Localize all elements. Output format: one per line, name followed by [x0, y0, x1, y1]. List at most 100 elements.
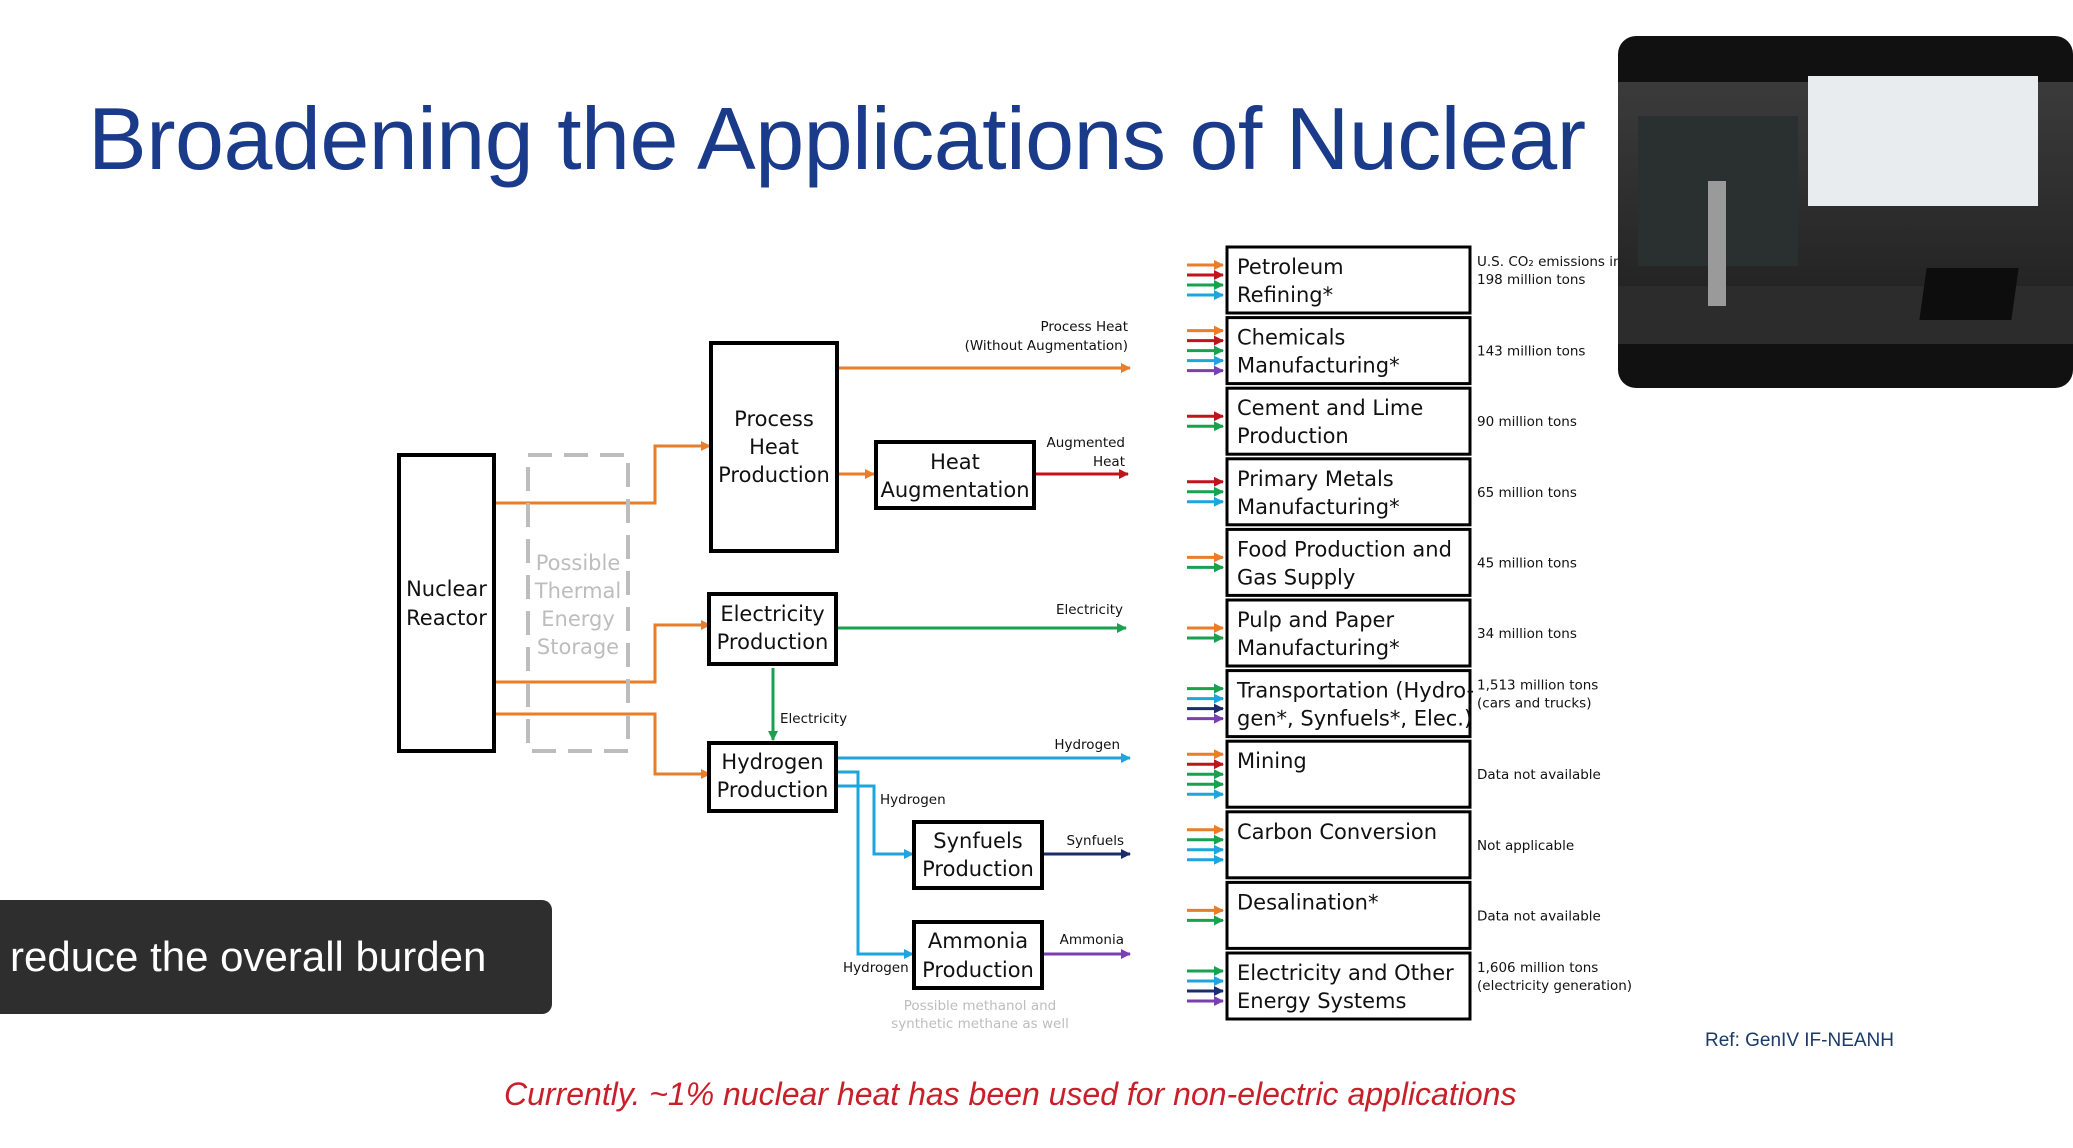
video-projector-screen [1808, 76, 2038, 206]
video-display-stand [1708, 181, 1726, 306]
sector-co2-value: 1,606 million tons [1477, 960, 1598, 976]
sector-name: gen*, Synfuels*, Elec.) [1237, 707, 1472, 731]
process-heat-flow-label-2: (Without Augmentation) [965, 338, 1128, 354]
sector-box [1225, 457, 1472, 527]
sector-name: Manufacturing* [1237, 495, 1400, 519]
reactor-to-process-heat-flow [494, 441, 711, 505]
sector-name: Primary Metals [1237, 467, 1394, 491]
sector-co2-value: U.S. CO₂ emissions in 2 [1477, 254, 1634, 270]
process-heat-flow-label-1: Process Heat [1040, 319, 1128, 335]
sector-name: Manufacturing* [1237, 354, 1400, 378]
ammonia-production-label-1: Ammonia [928, 929, 1028, 953]
hydrogen-production-label-1: Hydrogen [721, 750, 823, 774]
sector-name: Mining [1237, 749, 1307, 773]
footnote: Currently. ~1% nuclear heat has been use… [504, 1076, 1517, 1112]
sector-box [1225, 316, 1472, 386]
sector-co2-value: Not applicable [1477, 838, 1574, 854]
sector-box [1225, 245, 1472, 315]
ammonia-production-label-2: Production [922, 958, 1034, 982]
augmented-heat-label-1: Augmented [1046, 435, 1125, 451]
nuclear-reactor-label-2: Reactor [406, 606, 487, 630]
sector-box [1225, 880, 1472, 950]
sector-box [1225, 598, 1472, 668]
ammonia-production-box [912, 920, 1044, 990]
sector-name: Transportation (Hydro- [1236, 679, 1474, 703]
synfuels-production-label-2: Production [922, 857, 1034, 881]
sector-box [1225, 951, 1472, 1021]
hydrogen-flow-label: Hydrogen [1054, 737, 1120, 753]
ammonia-flow-label: Ammonia [1060, 932, 1124, 948]
heat-augmentation-label-1: Heat [930, 450, 980, 474]
nuclear-reactor-label-1: Nuclear [406, 577, 487, 601]
synfuels-production-box [912, 820, 1044, 890]
methanol-note-1: Possible methanol and [904, 998, 1057, 1014]
sector-box [1225, 386, 1472, 456]
reference-text: Ref: GenIV IF-NEANH [1705, 1030, 1894, 1051]
sector-co2-value: 143 million tons [1477, 344, 1585, 360]
caption-subtitle: reduce the overall burden [0, 900, 552, 1014]
sector-name: Manufacturing* [1237, 636, 1400, 660]
hydrogen-ammonia-label: Hydrogen [843, 960, 909, 976]
synfuels-flow-label: Synfuels [1066, 833, 1124, 849]
sector-co2-value: 45 million tons [1477, 555, 1577, 571]
storage-label-3: Energy [541, 607, 615, 631]
sector-co2-value: 90 million tons [1477, 414, 1577, 430]
reactor-to-hydrogen-flow [494, 712, 711, 779]
sector-name: Energy Systems [1237, 989, 1406, 1013]
slide-title: Broadening the Applications of Nuclear [88, 89, 1586, 188]
augmented-heat-label-2: Heat [1093, 454, 1125, 470]
sector-name: Petroleum [1237, 255, 1344, 279]
electricity-down-label: Electricity [780, 711, 847, 727]
sector-name: Electricity and Other [1237, 961, 1454, 985]
hydrogen-to-synfuels-flow [838, 784, 914, 859]
sector-name: Carbon Conversion [1237, 820, 1437, 844]
process-heat-label-2: Heat [749, 435, 799, 459]
thermal-storage-box [526, 453, 630, 753]
sector-name: Desalination* [1237, 890, 1378, 914]
storage-label-4: Storage [537, 635, 619, 659]
sector-name: Gas Supply [1237, 565, 1355, 589]
sector-name: Cement and Lime [1237, 396, 1423, 420]
sector-box [1225, 527, 1472, 597]
hydrogen-production-box [707, 741, 838, 813]
sector-co2-value: 34 million tons [1477, 626, 1577, 642]
sector-co2-value: Data not available [1477, 767, 1601, 783]
process-heat-label-1: Process [734, 407, 814, 431]
sector-box [1225, 669, 1472, 739]
hydrogen-branch-label: Hydrogen [880, 792, 946, 808]
methanol-note-2: synthetic methane as well [891, 1016, 1069, 1032]
sector-name: Chemicals [1237, 326, 1345, 350]
sector-co2-value: (cars and trucks) [1477, 696, 1591, 712]
synfuels-production-label-1: Synfuels [933, 829, 1022, 853]
hydrogen-production-label-2: Production [717, 778, 829, 802]
nuclear-reactor-box [397, 453, 496, 753]
process-heat-box [709, 341, 839, 553]
storage-label-2: Thermal [534, 579, 621, 603]
sector-co2-value: Data not available [1477, 908, 1601, 924]
storage-label-1: Possible [536, 551, 621, 575]
sector-name: Food Production and [1237, 537, 1452, 561]
process-heat-label-3: Production [718, 463, 830, 487]
video-laptop [1919, 268, 2019, 320]
heat-augmentation-label-2: Augmentation [880, 478, 1029, 502]
sector-co2-value: 198 million tons [1477, 272, 1585, 288]
sector-co2-value: 1,513 million tons [1477, 678, 1598, 694]
sector-box [1225, 739, 1472, 809]
sector-name: Production [1237, 424, 1349, 448]
heat-augmentation-box [874, 440, 1036, 510]
hydrogen-to-ammonia-flow [838, 770, 914, 959]
sector-co2-value: (electricity generation) [1477, 978, 1632, 994]
sector-co2-value: 65 million tons [1477, 485, 1577, 501]
electricity-production-label-1: Electricity [720, 602, 824, 626]
sector-name: Pulp and Paper [1237, 608, 1394, 632]
sector-name: Refining* [1237, 283, 1333, 307]
sector-box [1225, 810, 1472, 880]
electricity-flow-label: Electricity [1056, 602, 1123, 618]
webcam-video-overlay[interactable] [1618, 36, 2073, 388]
electricity-production-label-2: Production [717, 630, 829, 654]
flow-lines [494, 363, 1131, 959]
electricity-production-box [707, 592, 838, 666]
reactor-to-electricity-flow [494, 620, 711, 684]
